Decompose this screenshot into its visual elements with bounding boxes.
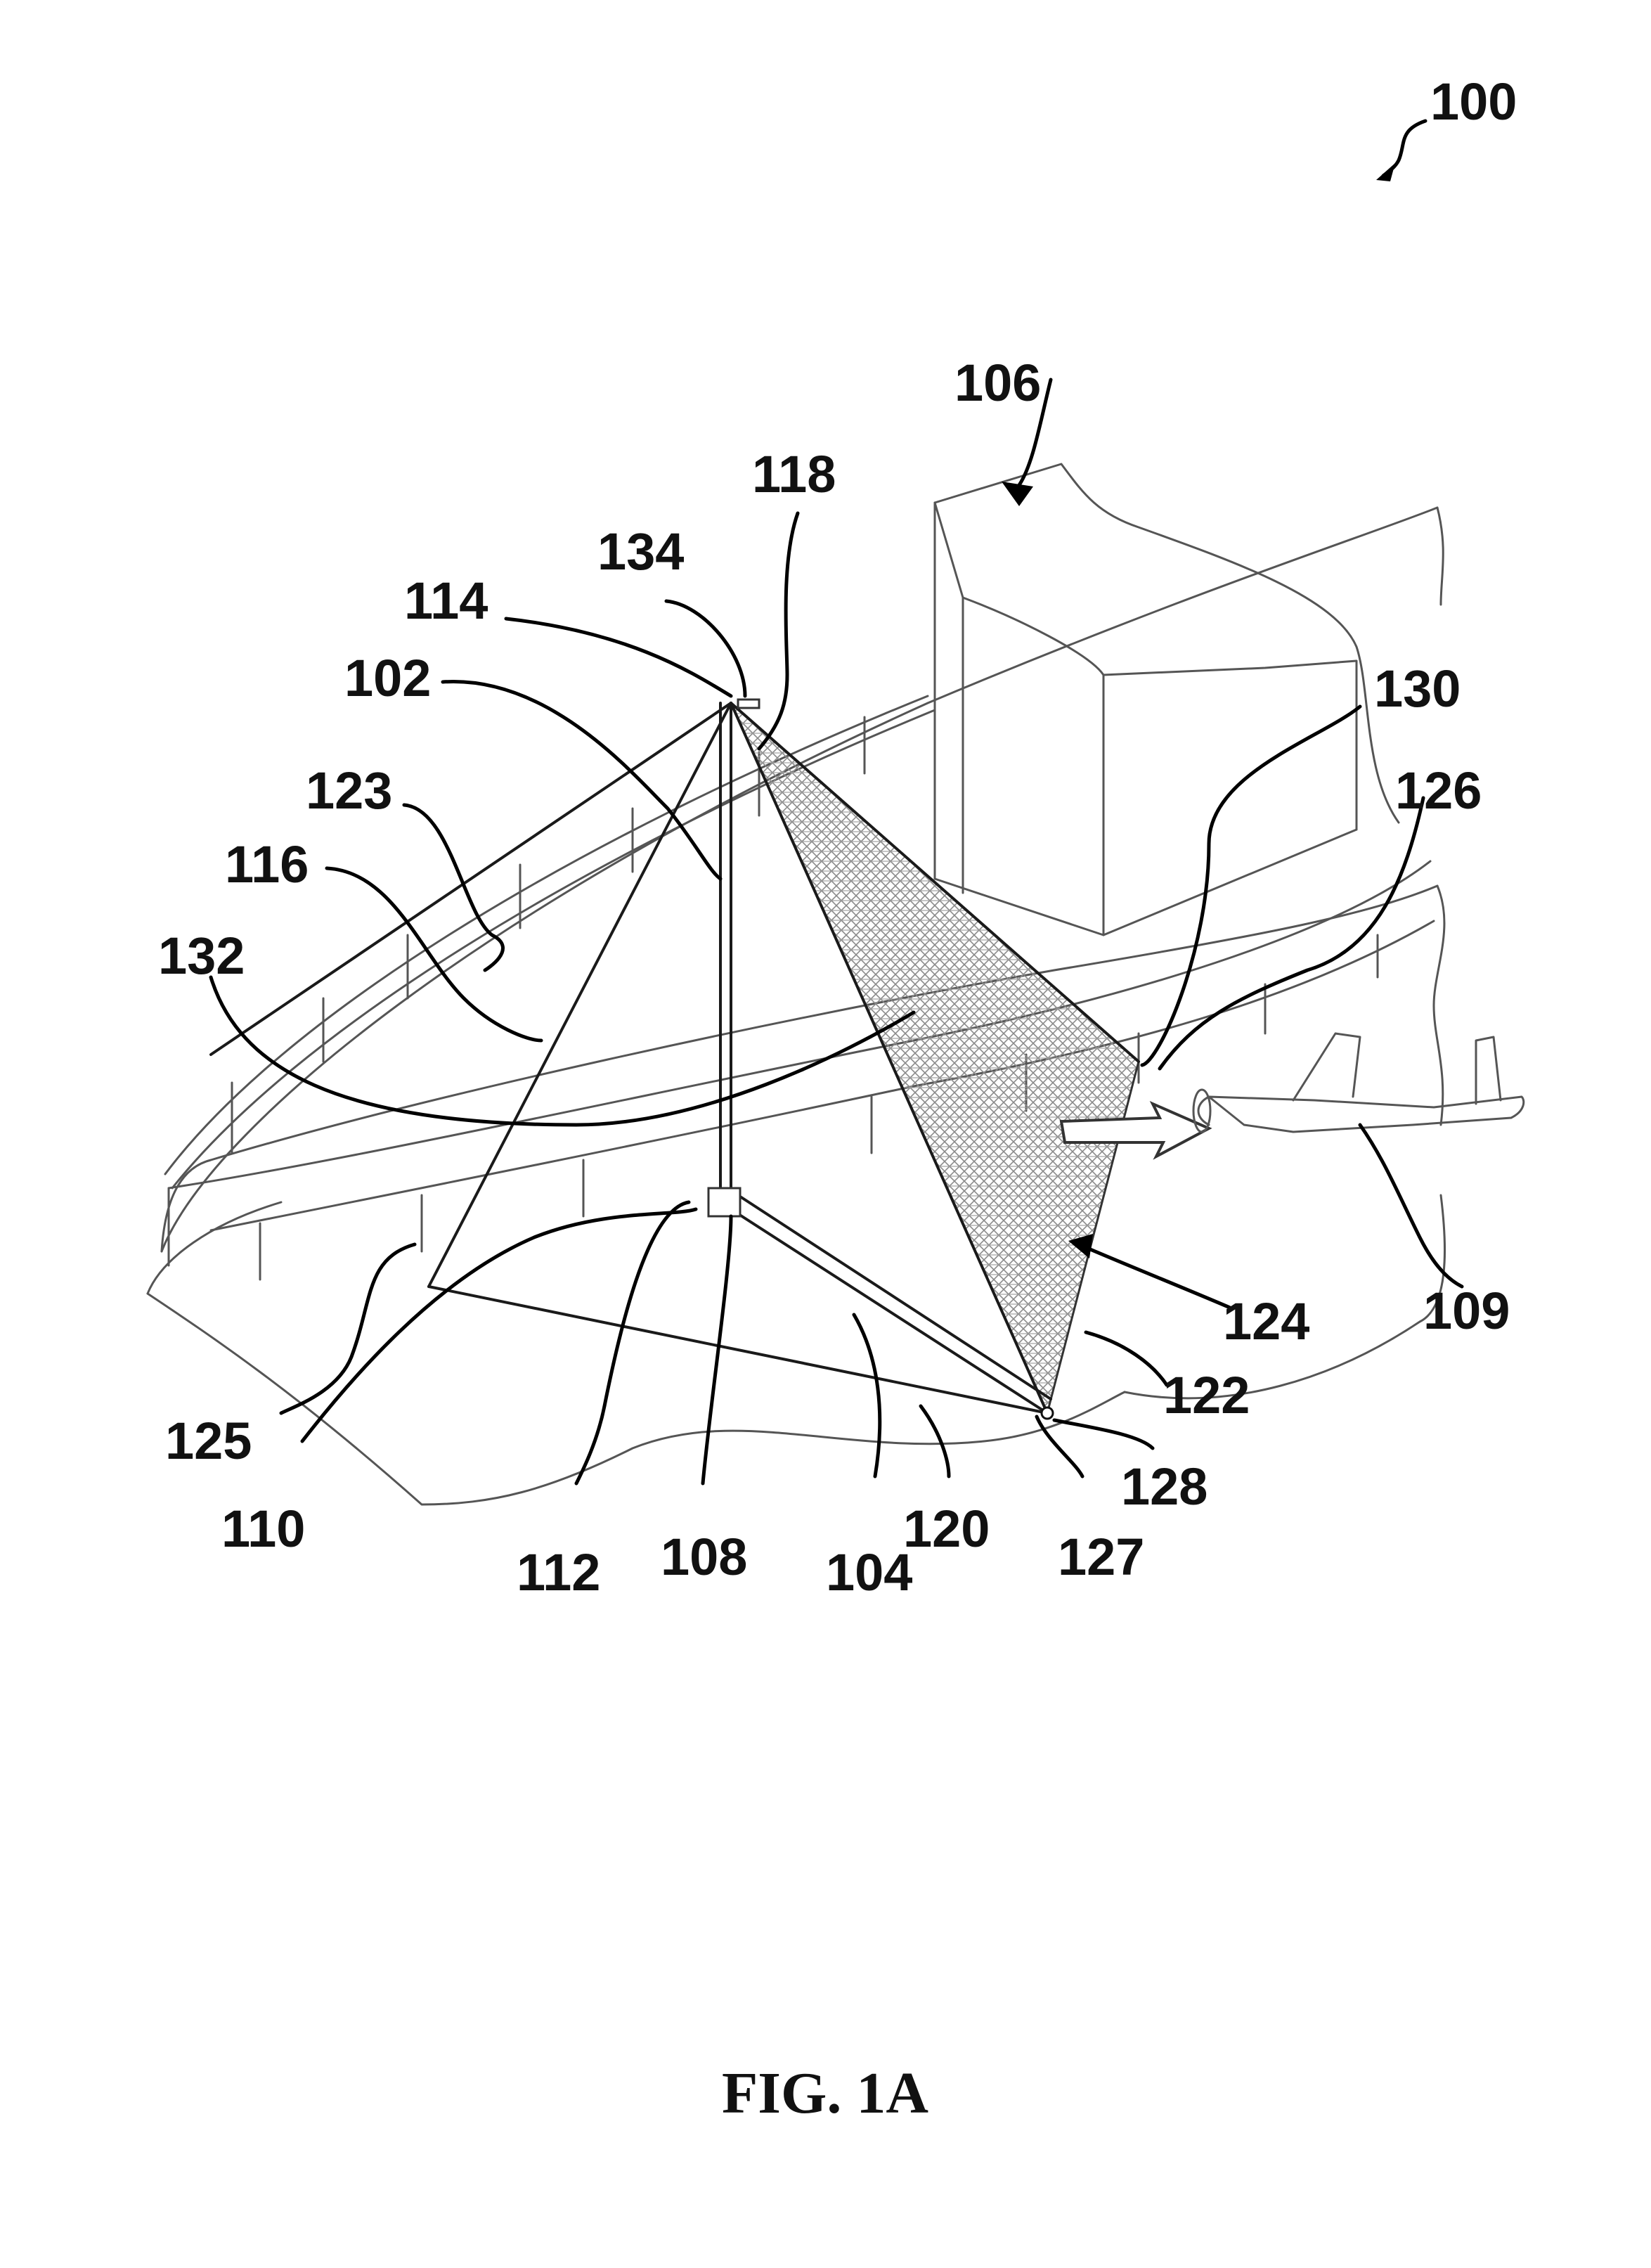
ref-label-128: 128: [1121, 1457, 1208, 1516]
ref-label-116: 116: [225, 835, 309, 894]
ref-label-106: 106: [954, 354, 1041, 412]
ship-superstructure: [935, 464, 1399, 935]
ref-label-120: 120: [903, 1500, 990, 1558]
ref-label-130: 130: [1374, 659, 1461, 718]
ref-label-134: 134: [597, 522, 684, 581]
ref-label-126: 126: [1395, 761, 1482, 820]
figure-caption: FIG. 1A: [722, 2061, 928, 2126]
ref-label-110: 110: [221, 1500, 305, 1558]
ref-label-118: 118: [752, 445, 836, 503]
ref-arrow-100: [1383, 121, 1425, 176]
ref-label-123: 123: [306, 761, 392, 820]
ref-label-102: 102: [344, 649, 431, 707]
ref-label-124: 124: [1223, 1292, 1309, 1351]
ref-label-109: 109: [1423, 1282, 1510, 1340]
approaching-aircraft-icon: [1193, 1033, 1524, 1132]
ref-label-127: 127: [1058, 1528, 1144, 1586]
ref-label-125: 125: [165, 1412, 252, 1470]
ref-label-112: 112: [517, 1543, 600, 1602]
ref-label-104: 104: [826, 1543, 912, 1602]
ref-label-114: 114: [404, 572, 488, 630]
ref-label-122: 122: [1163, 1366, 1250, 1424]
ref-label-132: 132: [158, 927, 245, 985]
ref-label-108: 108: [661, 1528, 747, 1586]
ship-deck: [148, 508, 1445, 1505]
ref-label-100: 100: [1430, 72, 1517, 131]
ref-arrowhead-100: [1376, 163, 1395, 181]
ref-arrowhead-106: [1002, 482, 1033, 506]
